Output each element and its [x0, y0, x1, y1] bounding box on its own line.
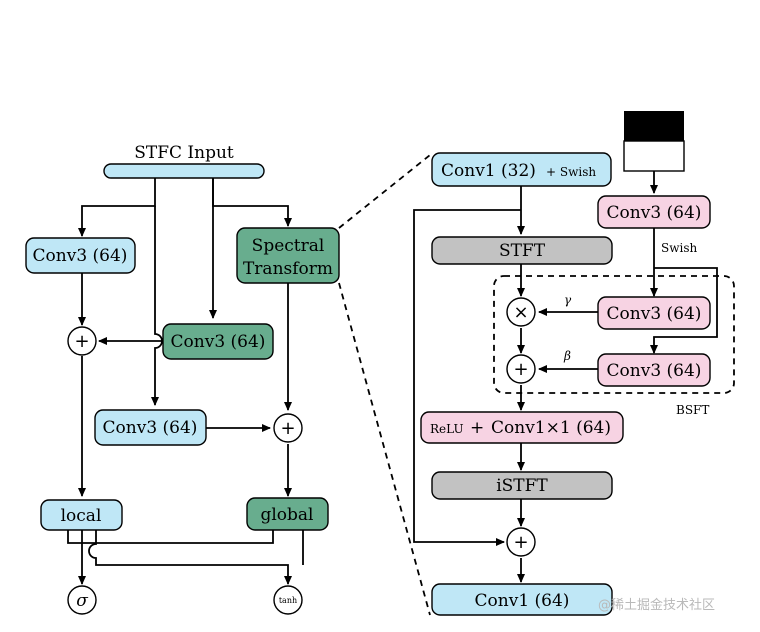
relu-conv1x1-node: ReLU + Conv1×1 (64): [420, 411, 624, 444]
conv1-32-node: Conv1 (32) + Swish: [431, 152, 612, 187]
plus-node-bsft: +: [506, 354, 536, 384]
conv1-32-label: Conv1 (32): [441, 161, 536, 181]
conv1-64-node: Conv1 (64): [431, 583, 613, 616]
zoom-lines: [338, 154, 431, 616]
sigma-node: σ: [67, 585, 97, 615]
istft-node: iSTFT: [431, 471, 613, 500]
local-label: local: [61, 506, 102, 526]
conv1-64-label: Conv1 (64): [475, 591, 570, 611]
global-label: global: [260, 505, 313, 525]
plus-symbol: +: [280, 418, 295, 439]
relu-plus-symbol: +: [470, 418, 484, 438]
conv3-mid-label: Conv3 (64): [171, 332, 266, 352]
conv3-lower-label: Conv3 (64): [103, 418, 198, 438]
plus-symbol: +: [74, 331, 89, 352]
conv3-top-label: Conv3 (64): [607, 203, 702, 223]
bsft-block: [493, 275, 735, 394]
mask-input-icon: [623, 111, 685, 172]
conv3-gamma-node: Conv3 (64): [597, 296, 711, 330]
sigma-symbol: σ: [76, 591, 88, 611]
spectral-transform-line2: Transform: [243, 259, 333, 279]
gamma-label: γ: [564, 293, 572, 307]
conv3-beta-node: Conv3 (64): [597, 353, 711, 387]
left-edges: [67, 178, 304, 585]
plus-node-right: +: [273, 413, 303, 443]
conv1x1-label: Conv1×1 (64): [491, 418, 611, 438]
beta-label: β: [563, 349, 571, 363]
times-symbol: ×: [513, 302, 528, 323]
stfc-input-node: STFC Input: [103, 143, 265, 179]
conv3-lower-node: Conv3 (64): [94, 409, 207, 446]
times-node: ×: [506, 297, 536, 327]
tanh-symbol: tanh: [279, 596, 297, 605]
tanh-node: tanh: [273, 585, 303, 615]
plus-node-residual: +: [506, 527, 536, 557]
spectral-transform-node: Spectral Transform: [236, 227, 340, 284]
spectral-transform-line1: Spectral: [252, 236, 325, 256]
conv3-mid-node: Conv3 (64): [162, 323, 274, 360]
plus-node-left: +: [67, 326, 97, 356]
plus-symbol: +: [513, 532, 528, 553]
conv3-gamma-label: Conv3 (64): [607, 304, 702, 324]
relu-label: ReLU: [430, 422, 464, 436]
conv3-beta-label: Conv3 (64): [607, 361, 702, 381]
swish-activation-label: Swish: [661, 241, 697, 255]
stft-node: STFT: [431, 236, 613, 265]
conv3-left-label: Conv3 (64): [33, 246, 128, 266]
watermark: @稀土掘金技术社区: [598, 597, 715, 613]
istft-label: iSTFT: [496, 476, 548, 496]
right-edges: [413, 171, 718, 583]
stfc-input-label: STFC Input: [134, 143, 234, 163]
plus-symbol: +: [513, 359, 528, 380]
conv3-left-node: Conv3 (64): [25, 237, 136, 274]
local-node: local: [40, 499, 123, 531]
swish-suffix: + Swish: [546, 165, 596, 179]
stft-label: STFT: [499, 241, 546, 261]
conv3-top-node: Conv3 (64): [597, 195, 711, 229]
global-node: global: [246, 497, 329, 531]
bsft-label: BSFT: [676, 403, 709, 417]
